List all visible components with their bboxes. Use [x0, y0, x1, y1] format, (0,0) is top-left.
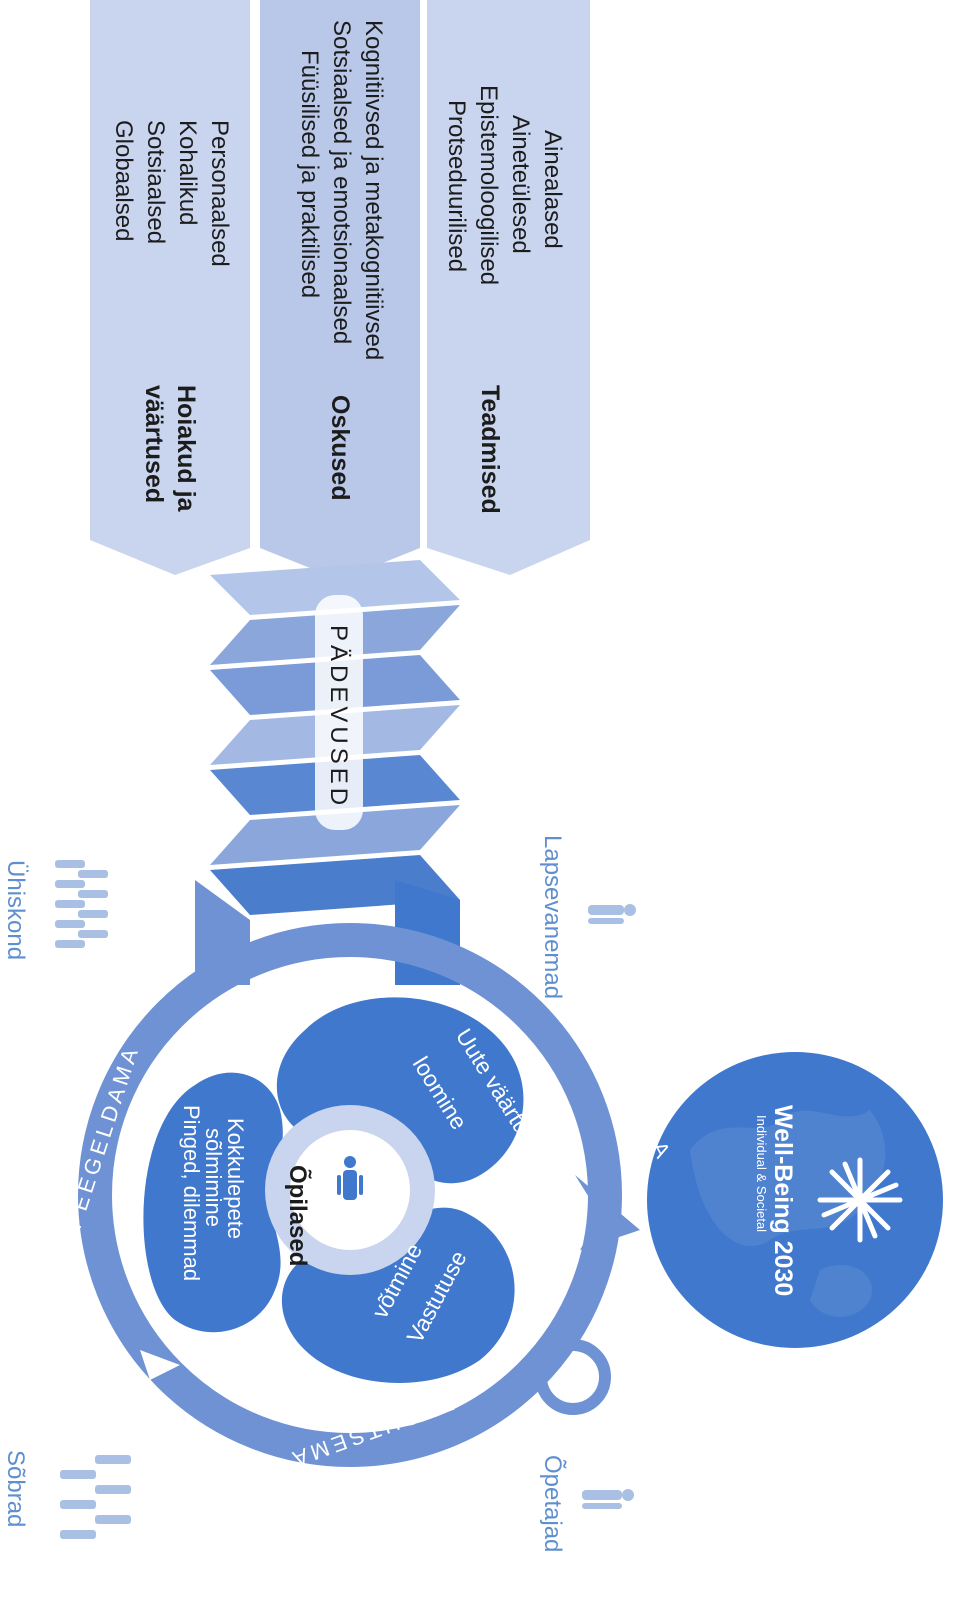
skills-column: [260, 0, 420, 580]
wellbeing-subtitle: Individual & Societal: [754, 1115, 769, 1232]
cycle-ring: [78, 923, 640, 1467]
attitudes-item: Sotsiaalsed: [142, 120, 169, 244]
friends-icon: [60, 1455, 131, 1539]
petals: [143, 997, 524, 1383]
community-icon: [55, 860, 108, 948]
ring-arrow-left: [140, 1350, 180, 1380]
teachers-label: Õpetajad: [539, 1455, 567, 1552]
ring-arrow-right: [575, 1175, 640, 1250]
wellbeing-globe: [647, 1052, 943, 1348]
skills-item: Kognitiivsed ja metakognitiivsed: [360, 20, 387, 360]
wellbeing-title: Well-Being 2030: [769, 1105, 797, 1296]
student-figure-icon: [337, 1156, 363, 1200]
reconcile-line2: sõlmimine: [201, 1128, 226, 1227]
ring-arrow-top: [282, 960, 330, 985]
knowledge-item: Protseduurilised: [443, 100, 470, 272]
attitudes-column: [90, 0, 250, 575]
competencies-helix: [195, 560, 460, 985]
students-label: Õpilased: [284, 1165, 312, 1266]
ring-knob: [535, 1339, 611, 1415]
sunburst-icon: [817, 1157, 903, 1243]
knowledge-column: [427, 0, 590, 575]
reconcile-line1: Kokkulepete: [223, 1118, 248, 1239]
knowledge-item: Aineteülesed: [507, 115, 534, 254]
knowledge-item: Epistemoloogilised: [475, 85, 502, 285]
teachers-icon: [582, 1489, 634, 1509]
knowledge-title: Teadmised: [476, 385, 504, 514]
parents-icon: [588, 904, 636, 924]
knowledge-item: Ainealased: [539, 130, 566, 249]
parents-label: Lapsevanemad: [539, 835, 566, 999]
reconcile-line3: Pinged, dilemmad: [179, 1105, 204, 1281]
attitudes-item: Kohalikud: [174, 120, 201, 225]
attitudes-title-line1: Hoiakud ja: [172, 385, 200, 513]
helix-label-pill: [315, 595, 363, 830]
attitudes-item: Globaalsed: [110, 120, 137, 241]
globe-continent-b: [810, 1264, 872, 1317]
friends-label: Sõbrad: [2, 1450, 29, 1527]
skills-item: Sotsiaalsed ja emotsionaalsed: [328, 20, 355, 344]
attitudes-title-line2: väärtused: [140, 385, 168, 503]
skills-item: Füüsilised ja praktilised: [296, 50, 323, 298]
petal-reconcile: [143, 1072, 283, 1333]
competencies-label: PÄDEVUSED: [325, 625, 352, 809]
attitudes-item: Personaalsed: [206, 120, 233, 267]
skills-title: Oskused: [326, 395, 354, 501]
community-label: Ühiskond: [2, 860, 29, 960]
